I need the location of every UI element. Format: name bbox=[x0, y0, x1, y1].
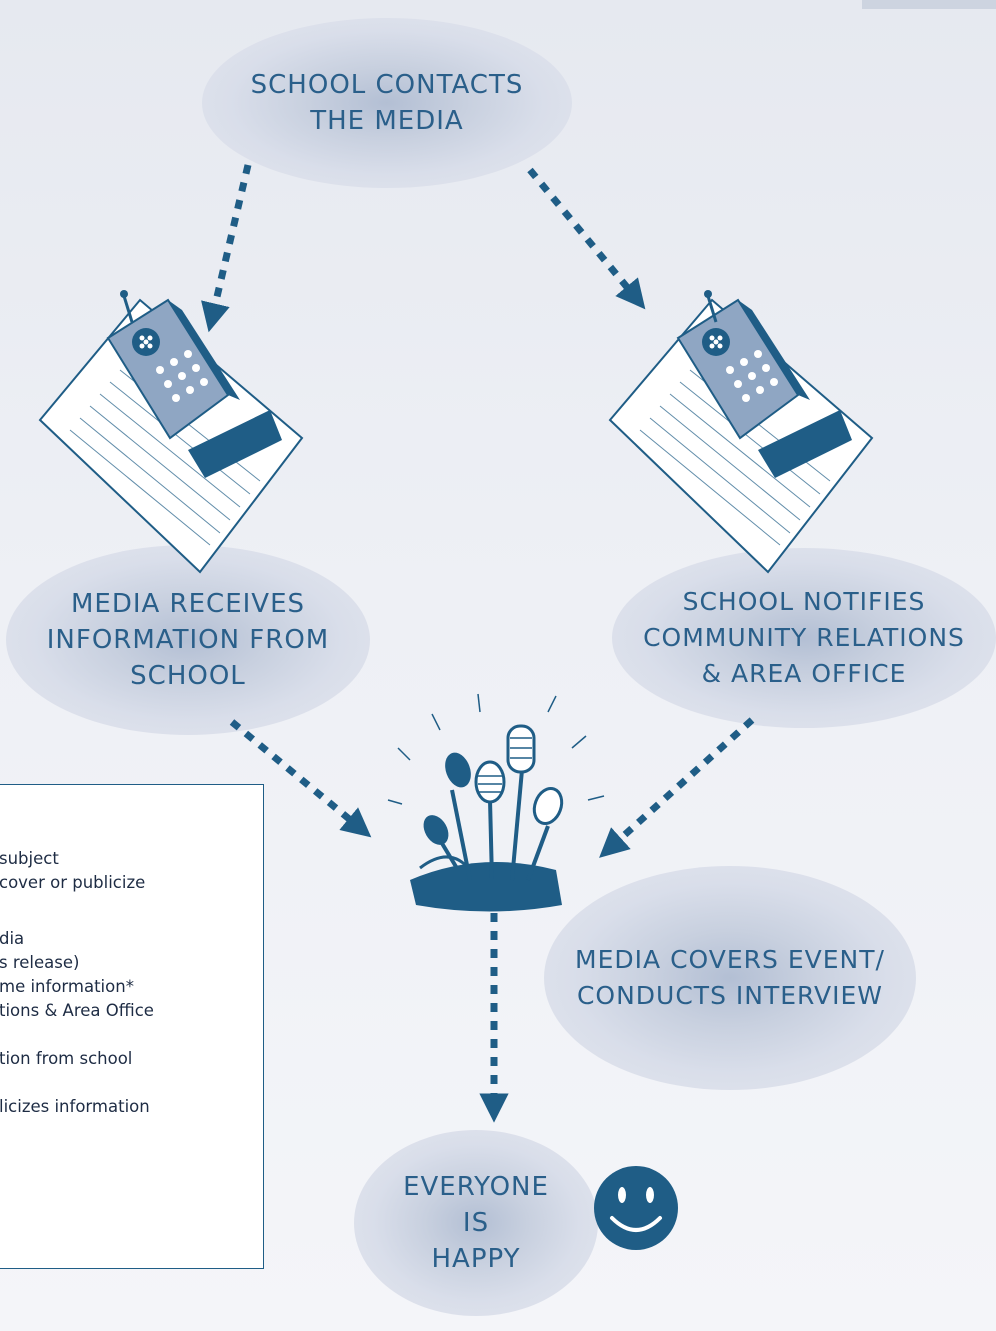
legend-line: tion from school bbox=[0, 1049, 133, 1068]
legend-line: me information* bbox=[0, 977, 134, 996]
news-release-phone-icon bbox=[38, 290, 304, 574]
node-school-notifies: SCHOOL NOTIFIES COMMUNITY RELATIONS & AR… bbox=[612, 548, 996, 728]
node-school-contacts-media: SCHOOL CONTACTS THE MEDIA bbox=[202, 18, 572, 188]
arrow-school-to-notifies bbox=[527, 167, 646, 310]
node-label: MEDIA RECEIVES INFORMATION FROM SCHOOL bbox=[46, 589, 330, 691]
node-media-receives-info: MEDIA RECEIVES INFORMATION FROM SCHOOL bbox=[6, 545, 370, 735]
node-label: SCHOOL NOTIFIES COMMUNITY RELATIONS & AR… bbox=[643, 587, 965, 688]
legend-line: licizes information bbox=[0, 1097, 150, 1116]
node-label: SCHOOL CONTACTS THE MEDIA bbox=[250, 70, 524, 136]
legend-box: subject cover or publicize dia s release… bbox=[0, 784, 264, 1269]
legend-line: cover or publicize bbox=[0, 873, 146, 892]
microphones-icon bbox=[387, 693, 605, 912]
corner-tab bbox=[862, 0, 996, 9]
legend-line: subject bbox=[0, 849, 59, 868]
node-everyone-happy: EVERYONE IS HAPPY bbox=[354, 1130, 598, 1316]
node-media-covers-event: MEDIA COVERS EVENT/ CONDUCTS INTERVIEW bbox=[544, 866, 916, 1090]
smiley-face-icon bbox=[594, 1166, 678, 1250]
legend-line: tions & Area Office bbox=[0, 1001, 154, 1020]
arrow-notifies-to-mics bbox=[599, 717, 755, 858]
news-release-phone-icon bbox=[608, 290, 874, 574]
legend-line: s release) bbox=[0, 953, 80, 972]
arrow-school-to-media-receives bbox=[201, 164, 252, 333]
node-label: MEDIA COVERS EVENT/ CONDUCTS INTERVIEW bbox=[575, 945, 885, 1010]
node-label: EVERYONE IS HAPPY bbox=[403, 1172, 549, 1274]
legend-line: dia bbox=[0, 929, 25, 948]
